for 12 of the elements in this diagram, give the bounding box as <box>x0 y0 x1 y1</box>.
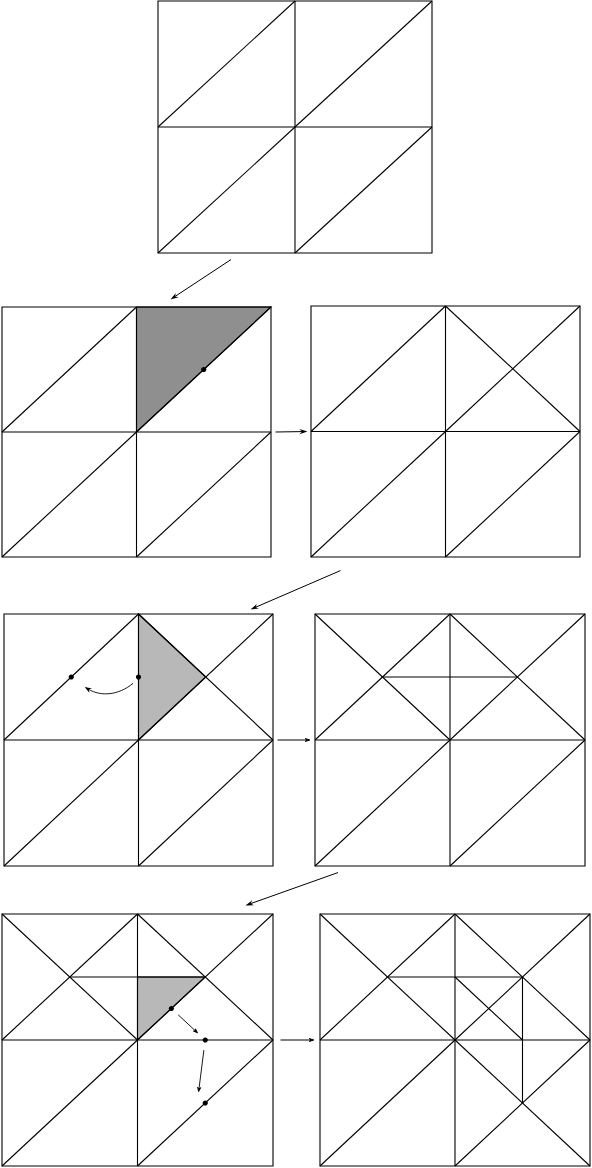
arrow <box>280 1038 315 1042</box>
mesh-drawing <box>319 913 591 1167</box>
arrow <box>277 738 311 742</box>
mesh-drawing <box>1 913 274 1167</box>
mesh-drawing <box>157 0 433 254</box>
arrow <box>251 570 341 610</box>
mesh-drawing <box>310 305 581 558</box>
mesh-drawing <box>1 306 273 558</box>
mesh-drawing <box>314 613 586 867</box>
arrow <box>246 872 339 906</box>
arrow <box>171 259 232 300</box>
arrow <box>275 429 307 434</box>
